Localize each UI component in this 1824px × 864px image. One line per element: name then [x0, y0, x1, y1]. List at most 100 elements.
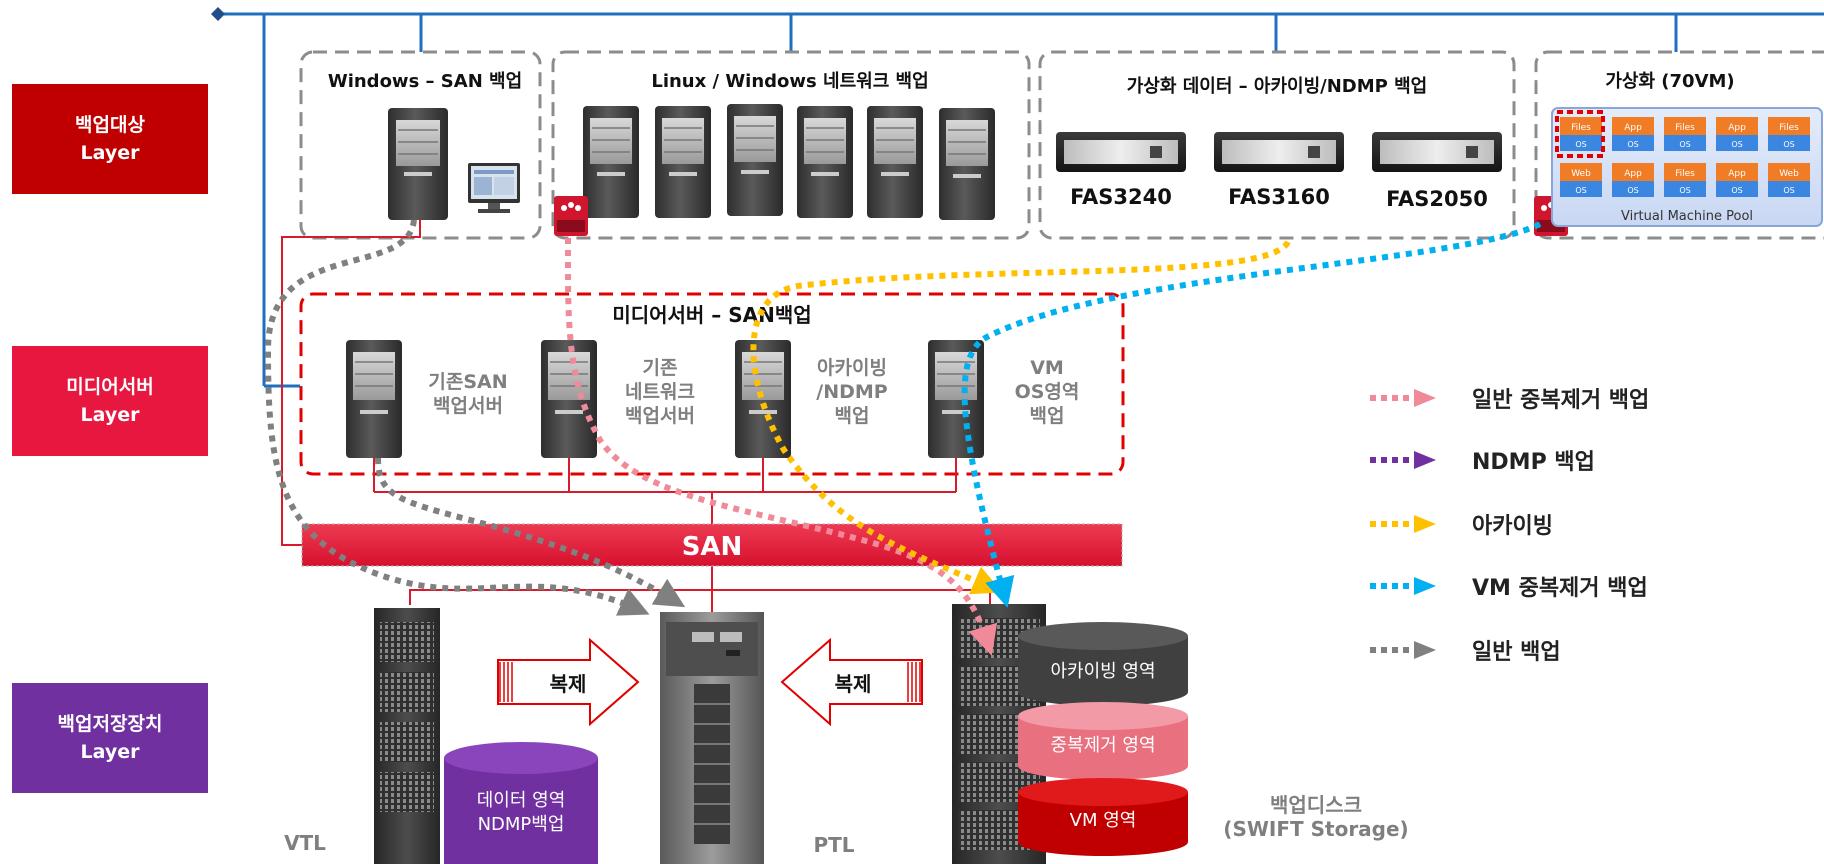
- flow-lines: [264, 219, 1542, 656]
- vtl-rack-icon: [374, 608, 440, 864]
- vm-tile-app-label: App: [1728, 123, 1746, 133]
- layer-backup-target: 백업대상 Layer: [12, 84, 208, 194]
- legend-arrow-icon: [1370, 515, 1436, 533]
- vm-tile-app-label: Web: [1779, 169, 1799, 179]
- vm-tile-os-label: OS: [1783, 140, 1794, 149]
- network-bus: [218, 12, 1824, 388]
- legend-label: 일반 백업: [1472, 640, 1561, 665]
- fas-storage-icons: [1056, 132, 1502, 172]
- fas-model-2: FAS3160: [1228, 185, 1330, 209]
- layer-media-server: 미디어서버 Layer: [12, 346, 208, 456]
- legend-arrow-icon: [1370, 577, 1436, 595]
- vm-highlight-icon: [1555, 110, 1605, 158]
- group-title-windows-san: Windows – SAN 백업: [328, 71, 522, 92]
- vm-tile-os-label: OS: [1679, 140, 1690, 149]
- layer-storage-sub: Layer: [80, 741, 140, 763]
- replicate-arrow-left: 복제: [497, 637, 640, 727]
- linux-server-icons: [583, 104, 995, 220]
- layer-backup-target-sub: Layer: [80, 142, 140, 164]
- vm-tile-os-label: OS: [1731, 140, 1742, 149]
- legend-item-dedup: 일반 중복제거 백업: [1370, 378, 1790, 418]
- group-title-virtual-archive: 가상화 데이터 – 아카이빙/NDMP 백업: [1127, 76, 1427, 97]
- vm-pool-label: Virtual Machine Pool: [1621, 209, 1753, 224]
- san-label: SAN: [682, 532, 743, 562]
- vm-area-label: VM 영역: [1070, 810, 1137, 831]
- archive-area-label: 아카이빙 영역: [1050, 661, 1155, 682]
- ptl-library-icon: [660, 612, 764, 864]
- vtl-data-cylinder: [444, 742, 598, 864]
- vm-tile-os-label: OS: [1783, 186, 1794, 195]
- flow-general-backup-media: [375, 457, 686, 608]
- legend-label: VM 중복제거 백업: [1472, 576, 1648, 601]
- group-title-linux-network: Linux / Windows 네트워크 백업: [651, 70, 928, 92]
- vtl-label: VTL: [284, 831, 326, 855]
- windows-server-icon: [388, 108, 448, 220]
- group-title-virtualization: 가상화 (70VM): [1605, 71, 1734, 92]
- monitor-icon: [468, 163, 520, 213]
- vm-tile-os-label: OS: [1627, 186, 1638, 195]
- legend-label: 일반 중복제거 백업: [1472, 388, 1650, 413]
- network-bus-end-icon: [211, 7, 225, 21]
- backup-disk-label: 백업디스크(SWIFT Storage): [1223, 793, 1408, 841]
- dedup-area-cylinder: [1018, 702, 1188, 780]
- vm-tile-os-label: OS: [1575, 140, 1586, 149]
- group-boxes: [299, 50, 1824, 240]
- flow-archive: [750, 240, 1291, 595]
- vm-area-cylinder: [1018, 778, 1188, 856]
- archive-area-cylinder: [1018, 622, 1188, 706]
- legend-item-ndmp: NDMP 백업: [1370, 440, 1790, 480]
- media-server-box: [299, 292, 1125, 476]
- vm-tile-os-label: OS: [1731, 186, 1742, 195]
- vm-tile-app-label: Files: [1571, 123, 1591, 133]
- layer-media-server-title: 미디어서버: [66, 376, 154, 398]
- replicate-arrow-right: 복제: [780, 637, 923, 727]
- vm-tile-os-label: OS: [1627, 140, 1638, 149]
- dedup-agent-icon: [554, 196, 588, 236]
- layer-backup-target-title: 백업대상: [75, 114, 145, 136]
- vm-tile-app-label: App: [1624, 123, 1642, 133]
- vm-tile-app-label: App: [1624, 169, 1642, 179]
- vm-tile-os-label: OS: [1575, 186, 1586, 195]
- layer-media-server-sub: Layer: [80, 404, 140, 426]
- legend-arrow-icon: [1370, 641, 1436, 659]
- vm-tile-app-label: Files: [1675, 169, 1695, 179]
- legend-label: 아카이빙: [1472, 514, 1553, 539]
- vm-tile-app-label: App: [1728, 169, 1746, 179]
- media-server-title: 미디어서버 – SAN백업: [612, 303, 811, 327]
- fas-model-3: FAS2050: [1386, 187, 1488, 211]
- vm-tile-app-label: Files: [1675, 123, 1695, 133]
- legend-item-vm-dedup: VM 중복제거 백업: [1370, 566, 1790, 606]
- flow-general-dedup: [564, 237, 998, 656]
- legend-arrow-icon: [1370, 389, 1436, 407]
- legend-label: NDMP 백업: [1472, 450, 1595, 475]
- flow-vm-dedup: [961, 221, 1542, 608]
- layer-storage: 백업저장장치 Layer: [12, 683, 208, 793]
- legend-item-general: 일반 백업: [1370, 630, 1790, 670]
- legend-arrow-icon: [1370, 451, 1436, 469]
- fas-model-1: FAS3240: [1070, 185, 1172, 209]
- flow-general-backup: [264, 219, 650, 616]
- replicate-label-left: 복제: [550, 672, 587, 696]
- vm-tile-os-label: OS: [1679, 186, 1690, 195]
- ptl-label: PTL: [813, 833, 854, 857]
- layer-storage-title: 백업저장장치: [57, 713, 163, 735]
- legend-item-archive: 아카이빙: [1370, 504, 1790, 544]
- replicate-label-right: 복제: [835, 672, 872, 696]
